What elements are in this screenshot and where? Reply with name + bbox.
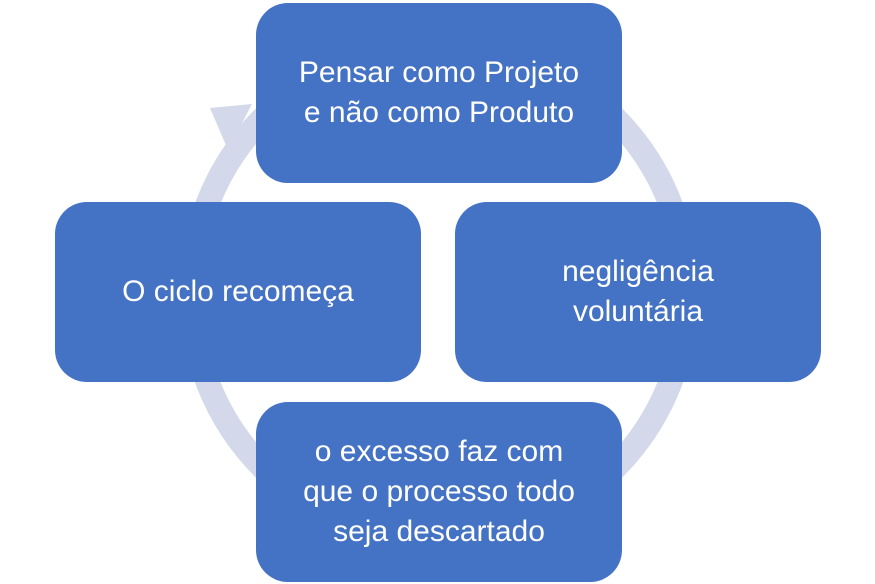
cycle-node-pensar-como-projeto: Pensar como Projeto e não como Produto — [256, 3, 622, 183]
cycle-node-ciclo-recomeca: O ciclo recomeça — [55, 202, 421, 382]
cycle-node-excesso-descartado: o excesso faz com que o processo todo se… — [256, 402, 622, 582]
cycle-node-negligencia-voluntaria: negligência voluntária — [455, 202, 821, 382]
cycle-arrowhead — [210, 104, 252, 150]
